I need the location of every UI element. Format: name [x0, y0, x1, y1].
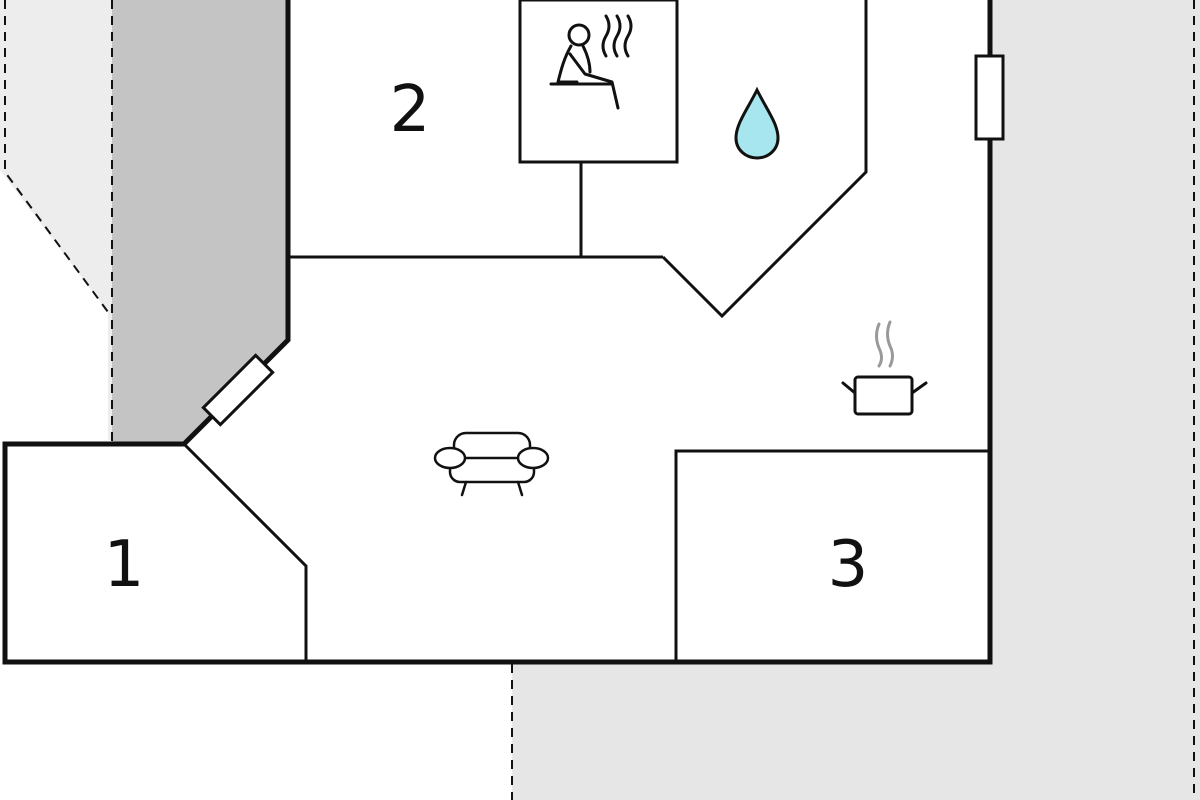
right-window — [974, 54, 1005, 141]
terrace-right — [512, 0, 1200, 800]
terrace-left — [0, 0, 112, 440]
room-2-label: 2 — [390, 73, 431, 147]
exterior-walls — [2, 0, 993, 665]
water-drop-icon — [734, 86, 780, 160]
interior-walls — [182, 0, 990, 662]
interior-floor — [5, 0, 990, 662]
sauna-icon — [549, 14, 633, 110]
dashed-outlines — [4, 0, 1195, 800]
cooking-pot-icon — [841, 320, 928, 416]
room-3-label: 3 — [828, 528, 869, 602]
sofa-icon — [433, 431, 550, 497]
diagonal-door — [201, 353, 275, 427]
covered-terrace — [112, 0, 288, 444]
room-1-label: 1 — [104, 528, 145, 602]
